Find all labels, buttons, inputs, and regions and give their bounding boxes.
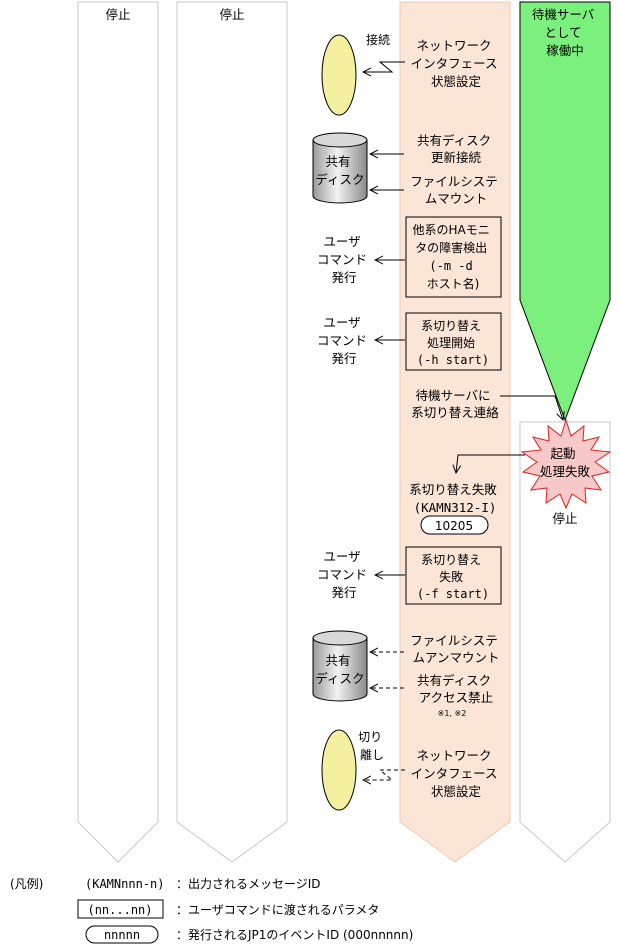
- nif-set-label-2: ネットワーク インタフェース 状態設定: [411, 748, 502, 799]
- legend: (凡例) (KAMNnnn-n) ：出力されるメッセージID (nn...nn)…: [10, 877, 413, 944]
- column-1-stopped: [77, 1, 159, 863]
- fs-unmount-label: ファイルシステ ムアンマウント: [410, 633, 502, 665]
- legend-message-desc: ：出力されるメッセージID: [176, 877, 321, 891]
- column-3-process: [399, 1, 511, 863]
- switch-start-box: [405, 312, 502, 371]
- column-1-status: 停止: [105, 7, 130, 22]
- legend-param-sample: (nn...nn): [87, 903, 152, 917]
- notify-standby-arrow: [500, 395, 563, 420]
- legend-message-sample: (KAMNnnn-n): [85, 877, 164, 891]
- startup-failure-burst: [520, 418, 612, 510]
- switch-fail-label: 系切り替え 失敗 (-f start): [417, 553, 489, 601]
- connect-arrow: [363, 61, 405, 72]
- disk-block-label: 共有ディスク アクセス禁止: [417, 673, 495, 705]
- legend-title: (凡例): [10, 877, 43, 891]
- startup-failure-arrow: [456, 454, 525, 473]
- user-command-1-label: ユーザ コマンド 発行: [317, 234, 371, 285]
- legend-event-desc: ：発行されるJP1のイベントID (000nnnnn): [176, 928, 413, 942]
- note-marks: ※1, ※2: [438, 709, 467, 718]
- network-interface-ellipse-2: [321, 729, 357, 811]
- shared-disk-update-label: 共有ディスク 更新接続: [417, 133, 495, 165]
- shared-disk-icon: [312, 132, 368, 204]
- ha-detect-label: 他系のHAモニ タの障害検出 (-m -d ホスト名): [412, 223, 493, 291]
- shared-disk-icon-2: [312, 630, 368, 702]
- network-interface-ellipse: [321, 34, 357, 116]
- detach-label: 切り 離し: [358, 730, 386, 762]
- legend-event-pill: [85, 925, 159, 944]
- switch-start-label: 系切り替え 処理開始 (-h start): [417, 319, 489, 367]
- switch-fail-box: [405, 546, 502, 605]
- legend-param-box: [77, 899, 164, 919]
- column-4-active-label: 待機サーバ として 稼働中: [532, 7, 598, 58]
- user-command-3-label: ユーザ コマンド 発行: [317, 549, 371, 600]
- legend-event-sample: nnnnn: [104, 928, 140, 942]
- ha-detect-box: [405, 216, 502, 298]
- connect-label: 接続: [366, 32, 390, 47]
- notify-standby-label: 待機サーバに 系切り替え連絡: [411, 388, 499, 420]
- nif-set-label: ネットワーク インタフェース 状態設定: [411, 38, 502, 89]
- detach-arrow: [363, 769, 405, 780]
- fs-mount-label: ファイルシステ ムマウント: [410, 174, 502, 206]
- event-id-text: 10205: [435, 519, 473, 533]
- column-4-stopped: [519, 421, 611, 863]
- shared-disk-label-2: 共有 ディスク: [315, 653, 364, 686]
- column-4-status: 停止: [552, 511, 577, 526]
- event-id-pill: [420, 515, 489, 535]
- user-command-2-label: ユーザ コマンド 発行: [317, 315, 371, 366]
- startup-failure-label: 起動 処理失敗: [540, 446, 591, 479]
- legend-param-desc: ：ユーザコマンドに渡されるパラメタ: [176, 902, 379, 917]
- column-2-stopped: [176, 1, 288, 863]
- column-2-status: 停止: [219, 7, 244, 22]
- switch-fail-message-label: 系切り替え失敗 (KAMN312-I): [409, 482, 501, 515]
- column-4-active: [519, 1, 611, 422]
- shared-disk-label: 共有 ディスク: [315, 154, 364, 187]
